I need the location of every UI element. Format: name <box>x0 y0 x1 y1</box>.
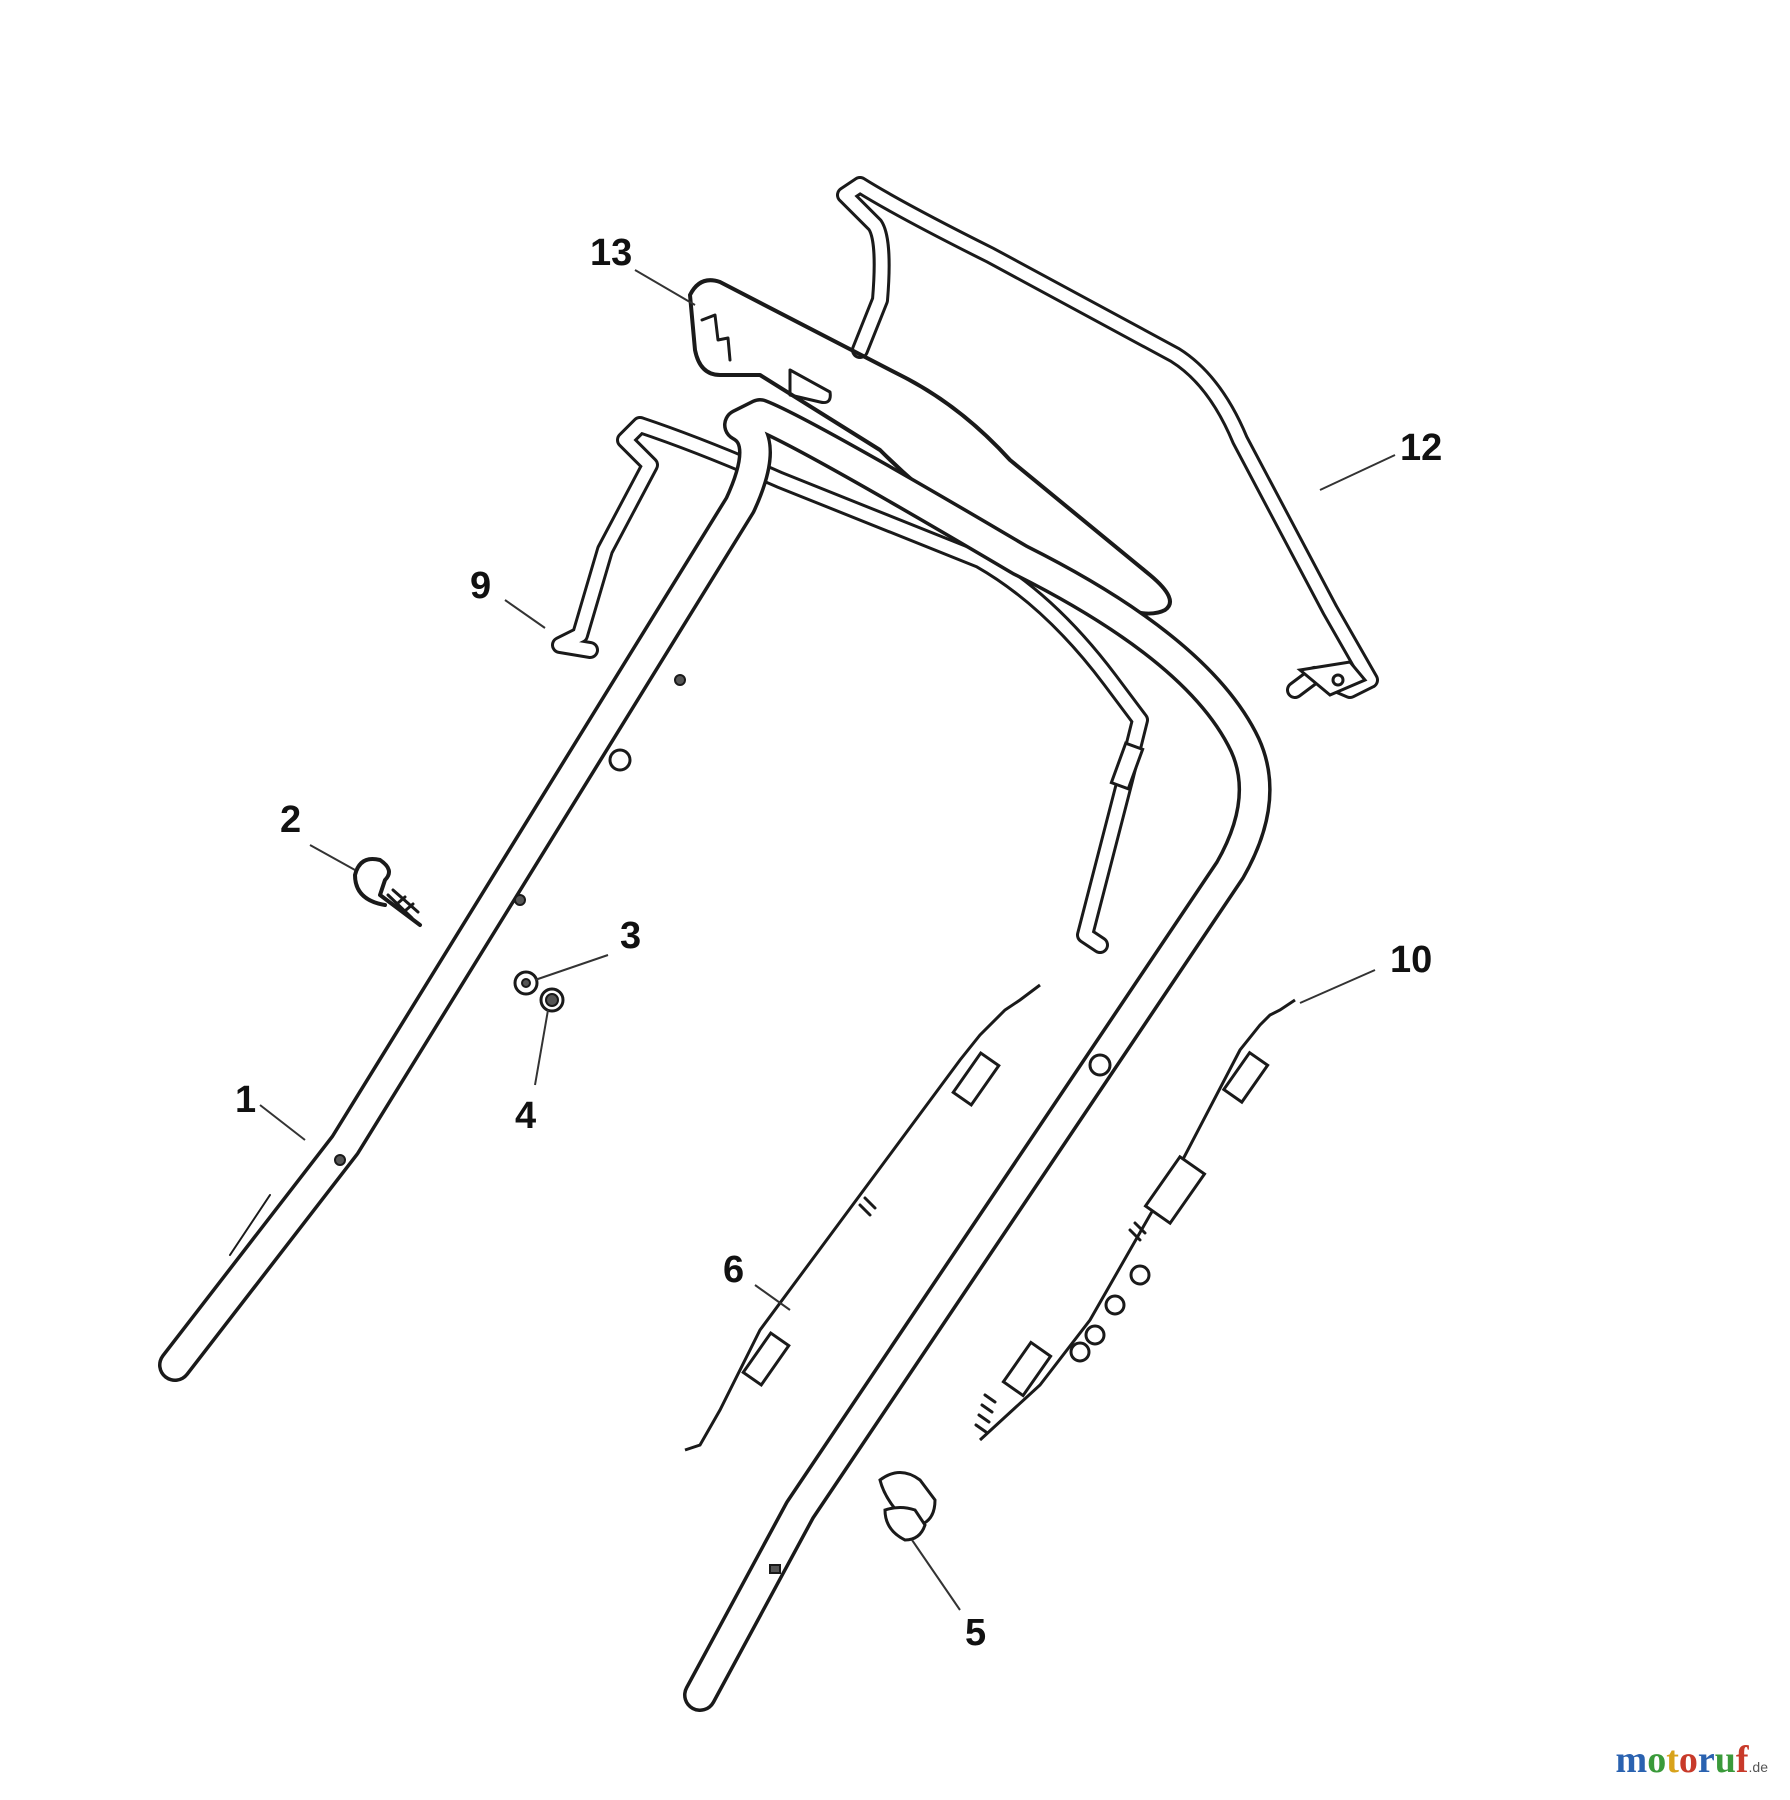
motoruf-watermark: motoruf.de <box>1616 1738 1768 1782</box>
callout-10: 10 <box>1390 939 1432 981</box>
callout-3: 3 <box>620 915 641 957</box>
hook-bolt-part-2 <box>353 857 422 927</box>
handle-tube-part-1 <box>158 398 1272 1712</box>
callout-leaders <box>259 269 1396 1611</box>
callout-9: 9 <box>470 565 491 607</box>
callout-13: 13 <box>590 232 632 274</box>
callout-12: 12 <box>1400 427 1442 469</box>
cable-part-10 <box>974 998 1296 1442</box>
washer-part-3 <box>513 970 539 996</box>
cable-part-6 <box>684 983 1041 1452</box>
watermark-letter: o <box>1678 1739 1698 1781</box>
nut-part-4 <box>539 987 565 1013</box>
bail-bar-part-12 <box>836 176 1379 699</box>
watermark-suffix: .de <box>1748 1759 1768 1775</box>
callout-5: 5 <box>965 1612 986 1654</box>
watermark-letter: m <box>1615 1739 1648 1781</box>
watermark-letter: t <box>1666 1739 1679 1781</box>
watermark-letter: o <box>1647 1739 1667 1781</box>
callout-6: 6 <box>723 1249 744 1291</box>
watermark-letter: u <box>1714 1739 1736 1781</box>
grip-cover-part-13 <box>688 278 1172 616</box>
watermark-letter: f <box>1735 1739 1749 1781</box>
watermark-text: motoruf <box>1616 1739 1749 1781</box>
callout-2: 2 <box>280 799 301 841</box>
callout-1: 1 <box>235 1079 256 1121</box>
bail-bar-part-9 <box>551 416 1149 954</box>
callout-4: 4 <box>515 1095 536 1137</box>
watermark-letter: r <box>1697 1739 1715 1781</box>
clip-part-5 <box>878 1471 937 1542</box>
callout-labels: 1 2 3 4 5 6 9 10 12 13 <box>235 232 1442 1654</box>
